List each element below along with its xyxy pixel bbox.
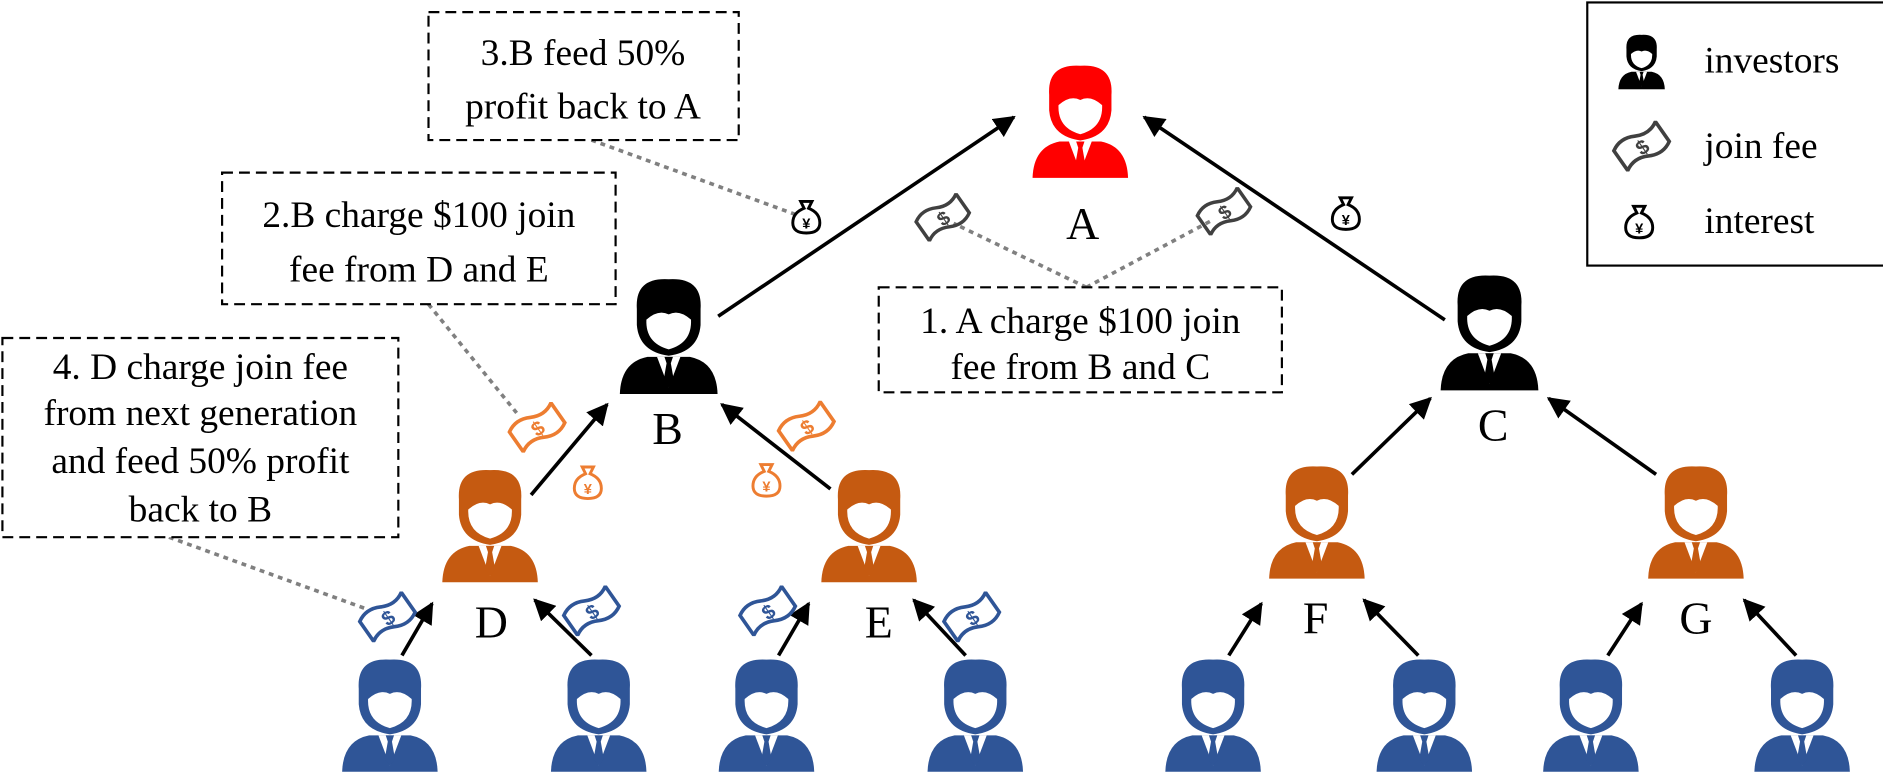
node-label-E: E xyxy=(865,596,893,647)
banknote-icon xyxy=(1194,187,1253,236)
legend-label-interest: interest xyxy=(1704,201,1815,242)
investor-icon xyxy=(1543,659,1639,772)
investor-icon-F xyxy=(1269,466,1365,579)
investor-icon-B xyxy=(619,279,718,395)
legend: investors join fee interest xyxy=(1586,1,1883,267)
annotation-step3: 3.B feed 50% profit back to A xyxy=(427,11,740,142)
banknote-icon xyxy=(737,585,798,637)
annotation-line: fee from B and C xyxy=(950,347,1210,388)
node-label-A: A xyxy=(1066,198,1099,249)
legend-label-join-fee: join fee xyxy=(1702,126,1817,167)
investor-icon xyxy=(550,659,647,772)
investor-icon xyxy=(1165,659,1261,772)
annotation-line: back to B xyxy=(129,489,272,530)
node-label-B: B xyxy=(652,403,683,454)
banknote-icon xyxy=(913,193,972,242)
money-bag-icon xyxy=(1330,196,1361,231)
investor-icon xyxy=(342,659,438,772)
annotation-connectors xyxy=(168,138,1214,612)
investor-icon xyxy=(1376,659,1473,772)
annotation-step1: 1. A charge $100 join fee from B and C xyxy=(877,286,1283,394)
money-bag-icon xyxy=(751,463,782,498)
money-bag-icon xyxy=(791,199,822,235)
banknote-icon xyxy=(357,591,418,643)
annotation-line: profit back to A xyxy=(465,86,701,127)
investor-icon-A xyxy=(1032,65,1129,178)
annotation-line: fee from D and E xyxy=(289,249,549,290)
annotation-line: from next generation xyxy=(44,393,358,434)
investor-icon-D xyxy=(442,469,538,583)
annotation-line: 1. A charge $100 join xyxy=(920,301,1241,342)
node-label-D: D xyxy=(475,596,508,647)
node-label-C: C xyxy=(1478,400,1509,451)
investor-icon-C xyxy=(1440,275,1539,391)
annotation-line: 3.B feed 50% xyxy=(481,33,686,74)
investor-icon xyxy=(718,659,815,772)
banknote-icon xyxy=(506,401,568,453)
investor-icon-G xyxy=(1648,466,1744,579)
node-label-F: F xyxy=(1303,593,1329,644)
third-generation-investors xyxy=(342,659,1850,772)
annotation-line: and feed 50% profit xyxy=(51,441,350,482)
annotation-step2: 2.B charge $100 join fee from D and E xyxy=(221,171,617,306)
node-label-G: G xyxy=(1679,593,1712,644)
annotation-step4: 4. D charge join fee from next generatio… xyxy=(1,336,400,539)
flow-arrows xyxy=(400,115,1798,657)
investor-icon xyxy=(927,659,1024,772)
banknote-icon xyxy=(561,585,622,637)
money-bag-icon xyxy=(572,465,603,501)
legend-label-investors: investors xyxy=(1704,40,1839,81)
investor-icon-E xyxy=(821,469,917,583)
annotation-line: 4. D charge join fee xyxy=(53,347,348,388)
banknote-icon xyxy=(941,591,1002,643)
investor-icon xyxy=(1754,659,1850,772)
annotation-line: 2.B charge $100 join xyxy=(262,195,575,236)
banknote-icon xyxy=(776,400,837,452)
